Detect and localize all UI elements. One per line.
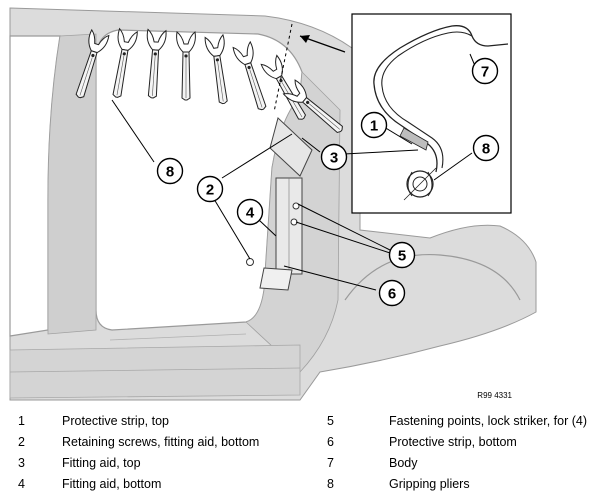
reference-code: R99 4331	[477, 391, 512, 400]
pliers-jaw-lips	[407, 171, 433, 197]
callout-number: 6	[388, 286, 396, 303]
legend-label: Protective strip, top	[62, 414, 169, 428]
leader-5-lower	[295, 221, 391, 254]
legend-number: 7	[327, 456, 334, 470]
legend-label: Fastening points, lock striker, for (4)	[389, 414, 587, 428]
legend-number: 3	[18, 456, 25, 470]
vehicle-pillar-diagram: 1 2 3 4 5 6 7 8 8 R99 4331	[9, 7, 537, 401]
legend-number: 2	[18, 435, 25, 449]
callout-number: 3	[330, 150, 338, 167]
callout-number: 4	[246, 205, 255, 222]
wheel-arch	[344, 253, 521, 301]
leader-6	[283, 265, 377, 291]
protective-strip-bottom	[259, 267, 293, 291]
fitting-aid-top	[269, 117, 313, 177]
legend-label: Retaining screws, fitting aid, bottom	[62, 435, 260, 449]
callout-8: 8	[472, 134, 500, 162]
leader-1	[383, 126, 413, 145]
legend-label: Fitting aid, bottom	[62, 477, 162, 491]
body-side-panel	[9, 7, 537, 401]
pliers-jaw-hatch	[403, 167, 437, 201]
gripping-pliers	[204, 33, 228, 105]
callout-5: 5	[388, 241, 416, 269]
callout-number: 7	[481, 64, 489, 81]
callout-circle	[471, 57, 499, 85]
sill-line	[109, 333, 247, 341]
legend-number: 4	[18, 477, 25, 491]
leader-5-upper	[297, 203, 391, 251]
gripping-pliers-group	[75, 27, 343, 134]
legend-label: Gripping pliers	[389, 477, 470, 491]
fastening-point-upper	[292, 202, 300, 210]
leader-3-main	[301, 137, 321, 153]
gripping-pliers	[282, 79, 343, 134]
legend-label: Body	[389, 456, 418, 470]
leader-lines	[111, 53, 479, 291]
leader-8-main	[111, 99, 155, 163]
callout-circle	[378, 279, 406, 307]
callout-7: 7	[471, 57, 499, 85]
protective-strip-top-section	[399, 127, 429, 151]
detail-inset	[351, 13, 512, 214]
section-line	[273, 23, 293, 113]
legend-label: Fitting aid, top	[62, 456, 141, 470]
legend: 1 Protective strip, top 2 Retaining screws,…	[0, 411, 615, 501]
fitting-aids	[246, 117, 313, 291]
callout-circle	[236, 198, 264, 226]
callout-circle	[320, 143, 348, 171]
callout-3: 3	[320, 143, 348, 171]
gripping-pliers	[232, 40, 267, 111]
callout-8: 8	[156, 157, 184, 185]
callout-6: 6	[378, 279, 406, 307]
rocker-panel	[9, 344, 301, 399]
callout-1: 1	[360, 111, 388, 139]
rocker-line	[9, 367, 301, 373]
callout-number: 1	[370, 118, 378, 135]
callout-2: 2	[196, 175, 224, 203]
callout-number: 8	[166, 164, 174, 181]
leader-4	[258, 219, 277, 237]
legend-number: 8	[327, 477, 334, 491]
legend-label: Protective strip, bottom	[389, 435, 517, 449]
leader-2-upper	[221, 133, 293, 179]
callout-number: 8	[482, 141, 490, 158]
callout-layer: 1 2 3 4 5 6 7 8 8	[156, 57, 500, 307]
gripping-pliers	[146, 28, 167, 99]
legend-number: 1	[18, 414, 25, 428]
section-arrowhead	[300, 35, 310, 43]
callout-circle	[156, 157, 184, 185]
body-profile-line-inner	[381, 31, 473, 169]
gripping-pliers	[176, 31, 196, 101]
leader-3-inset	[343, 149, 419, 155]
retaining-screw	[246, 258, 254, 266]
gripping-pliers	[112, 27, 138, 98]
callout-circle	[360, 111, 388, 139]
leader-2-lower	[213, 198, 251, 260]
callout-number: 5	[398, 248, 406, 265]
callout-circle	[196, 175, 224, 203]
leader-8-inset	[433, 152, 473, 181]
b-pillar	[47, 33, 97, 335]
callout-number: 2	[206, 182, 214, 199]
callout-circle	[388, 241, 416, 269]
pliers-jaw-inner	[412, 176, 428, 192]
legend-number: 5	[327, 414, 334, 428]
section-marker	[273, 23, 346, 113]
gripping-pliers	[75, 28, 110, 99]
callout-circle	[472, 134, 500, 162]
callout-4: 4	[236, 198, 264, 226]
legend-number: 6	[327, 435, 334, 449]
